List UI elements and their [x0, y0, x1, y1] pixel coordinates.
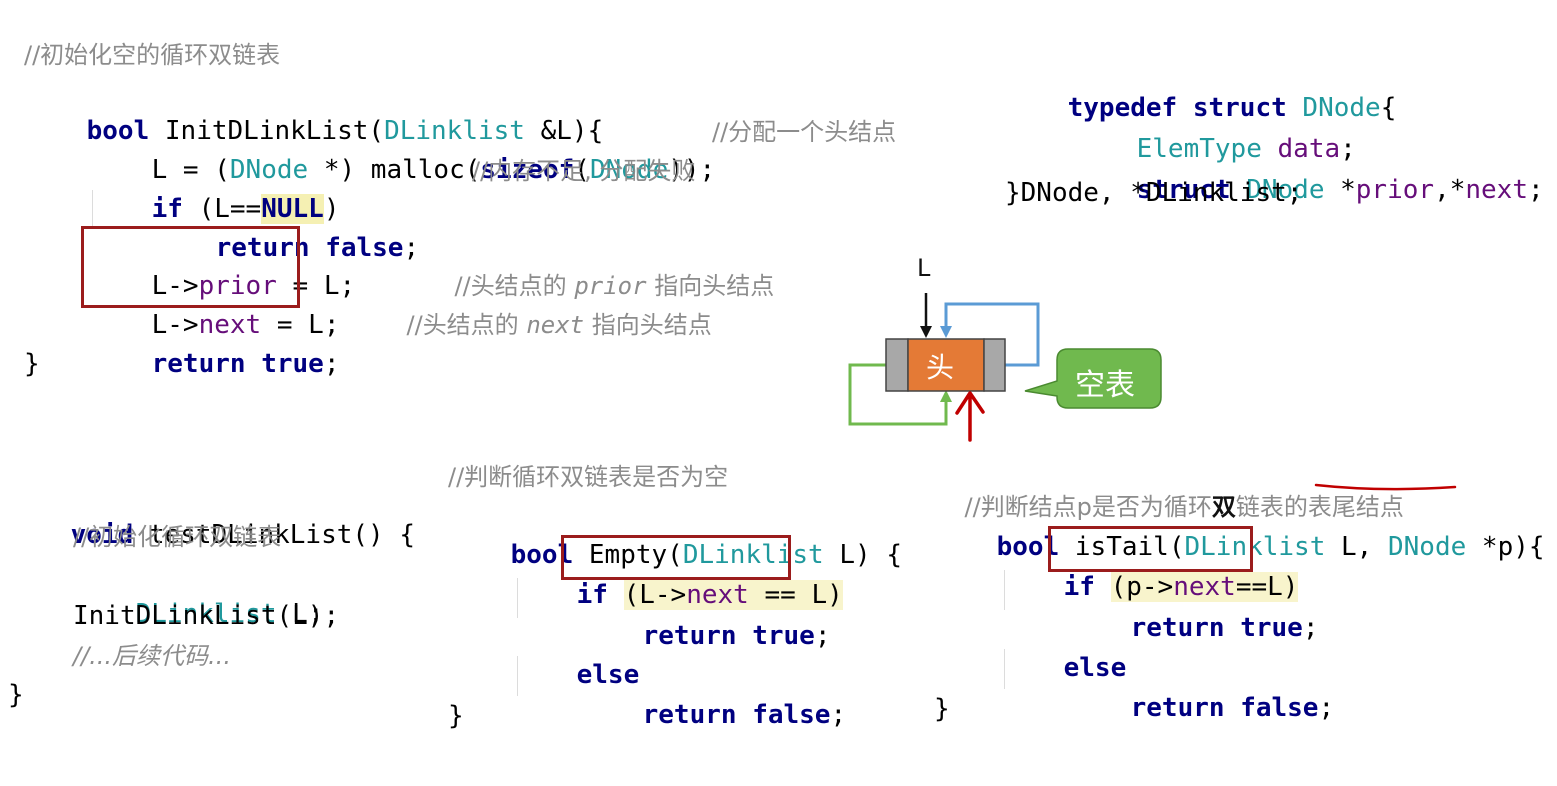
- empty-return-false-line: return false;: [642, 700, 847, 730]
- empty-signature: bool Empty(DLinklist L) {: [510, 540, 902, 570]
- init-prior-comment: //头结点的 prior 指向头结点: [454, 272, 775, 300]
- init-func-name: InitDLinkList(: [149, 116, 385, 146]
- empty-else-line: else: [576, 660, 640, 690]
- indent-guide: [1004, 570, 1005, 610]
- init-close-brace: }: [24, 349, 40, 379]
- empty-list-bubble: [1024, 348, 1162, 409]
- indent-guide: [517, 656, 518, 696]
- indent-guide: [1004, 649, 1005, 689]
- init-return-true-line: return true;: [151, 349, 340, 379]
- init-malloc-comment: //分配一个头结点: [712, 118, 897, 146]
- istail-close-brace: }: [934, 694, 950, 724]
- type-dlinklist: DLinklist: [384, 116, 525, 146]
- istail-signature: bool isTail(DLinklist L, DNode *p){: [996, 532, 1545, 562]
- prior-link-arrow: [848, 363, 948, 426]
- red-hand-arrow: [955, 391, 985, 442]
- next-link-arrow: [944, 302, 1040, 367]
- test-more-code-comment: //...后续代码...: [73, 642, 231, 670]
- test-init-call: InitDLinkList(L);: [73, 601, 340, 631]
- highlight-box-empty-condition: [561, 535, 791, 580]
- test-comment: //初始化循环双链表: [73, 523, 282, 551]
- istail-else-line: else: [1063, 653, 1127, 683]
- empty-return-true-line: return true;: [642, 621, 831, 651]
- init-comment: //初始化空的循环双链表: [24, 41, 281, 69]
- node-prior-field: [885, 338, 909, 392]
- test-declare-line: DLinklist L;: [135, 599, 324, 629]
- typedef-line-4: }DNode, *DLinklist;: [1005, 178, 1303, 208]
- empty-close-brace: }: [448, 701, 464, 731]
- highlight-box-prior-next: [81, 226, 300, 308]
- next-arrowhead: [940, 326, 952, 338]
- head-node-label: 头: [926, 351, 955, 384]
- istail-condition: (p->next==L): [1110, 572, 1299, 602]
- underlined-tail-node: 表尾结点: [1307, 493, 1404, 521]
- empty-if-line: if (L->next == L): [576, 580, 843, 610]
- typedef-line-1: typedef struct DNode{: [1067, 93, 1397, 123]
- pointer-label: L: [917, 254, 931, 282]
- test-signature: void testDLinkList() {: [70, 520, 416, 550]
- init-malloc-line: L = (DNode *) malloc(sizeof(DNode));: [151, 155, 716, 185]
- test-close-brace: }: [8, 680, 24, 710]
- null-keyword: NULL: [261, 194, 324, 224]
- istail-return-true-line: return true;: [1130, 613, 1319, 643]
- init-prior-line: L->prior = L;: [151, 271, 356, 301]
- init-if-null-line: if (L==NULL): [151, 194, 340, 224]
- handwritten-correction: 双: [1211, 493, 1236, 521]
- empty-comment: //判断循环双链表是否为空: [448, 463, 729, 491]
- pointer-arrowhead: [920, 326, 932, 338]
- typedef-line-3: struct DNode *prior,*next;: [1136, 175, 1544, 205]
- init-if-comment: //内存不足, 分配失败: [472, 157, 696, 185]
- init-next-comment: //头结点的 next 指向头结点: [406, 311, 712, 339]
- keyword-bool: bool: [86, 116, 150, 146]
- node-data-field: [907, 338, 985, 392]
- istail-return-false-line: return false;: [1130, 693, 1335, 723]
- typedef-line-2: ElemType data;: [1136, 134, 1356, 164]
- node-next-field: [983, 338, 1006, 392]
- istail-if-line: if (p->next==L): [1063, 572, 1299, 602]
- empty-list-label: 空表: [1075, 368, 1135, 403]
- istail-comment: //判断结点p是否为循环双链表的表尾结点: [964, 493, 1404, 521]
- init-return-false-line: return false;: [215, 233, 420, 263]
- empty-condition: (L->next == L): [623, 580, 843, 610]
- prior-arrowhead: [940, 390, 952, 402]
- highlight-box-istail-condition: [1048, 526, 1253, 572]
- init-params: &L){: [524, 116, 604, 146]
- init-signature: bool InitDLinkList(DLinklist &L){: [24, 74, 604, 146]
- indent-guide: [92, 190, 93, 228]
- init-next-line: L->next = L;: [151, 310, 340, 340]
- indent-guide: [517, 578, 518, 618]
